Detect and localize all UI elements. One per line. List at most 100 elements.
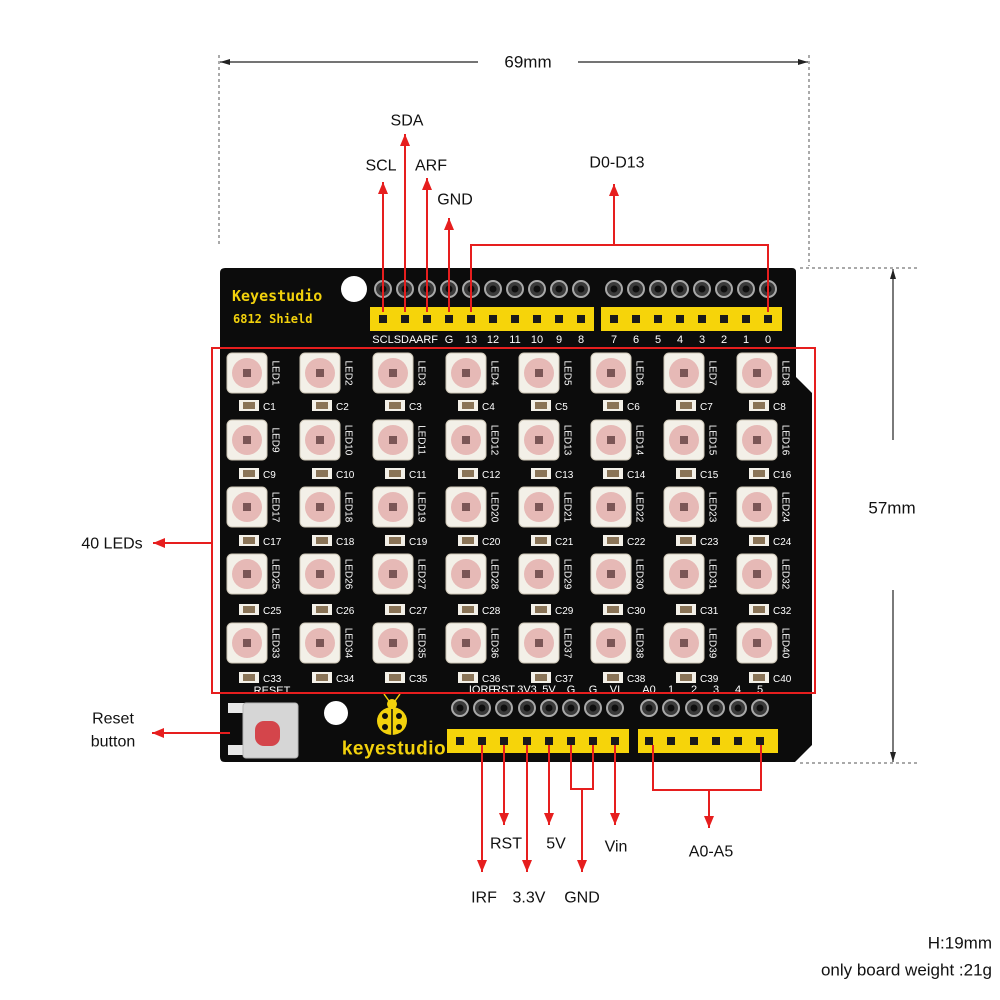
led-die xyxy=(535,639,543,647)
logo-antenna-right xyxy=(394,693,401,702)
led-label: LED7 xyxy=(707,360,718,385)
header-socket xyxy=(467,315,475,323)
led-label: LED24 xyxy=(780,492,791,523)
capacitor-label: C21 xyxy=(555,537,574,548)
led-die xyxy=(753,639,761,647)
pin-hole xyxy=(667,704,675,712)
led-label: LED15 xyxy=(707,425,718,456)
leds-label: 40 LEDs xyxy=(81,536,142,553)
capacitor-body xyxy=(753,402,765,409)
capacitor-body xyxy=(680,674,692,681)
sda-label: SDA xyxy=(391,113,424,130)
pin-label: G xyxy=(567,684,576,696)
pin-hole xyxy=(712,704,720,712)
capacitor-body xyxy=(535,402,547,409)
logo-text: keyestudio xyxy=(342,739,446,760)
capacitor-label: C22 xyxy=(627,537,646,548)
width-label: 69mm xyxy=(504,53,551,72)
header-socket xyxy=(690,737,698,745)
header-socket xyxy=(654,315,662,323)
capacitor-label: C26 xyxy=(336,606,355,617)
capacitor-label: C4 xyxy=(482,402,495,413)
capacitor-body xyxy=(316,606,328,613)
bottom-callouts: IRF RST 3.3V 5V GND Vin A0-A5 xyxy=(471,745,762,907)
pin-label: A0 xyxy=(642,684,655,696)
reset-button-cap xyxy=(255,721,280,746)
led-die xyxy=(243,436,251,444)
pin-hole xyxy=(654,285,662,293)
led-label: LED10 xyxy=(343,425,354,456)
capacitor-label: C37 xyxy=(555,674,574,685)
header-socket xyxy=(456,737,464,745)
led-die xyxy=(389,570,397,578)
header-socket xyxy=(401,315,409,323)
pin-hole xyxy=(734,704,742,712)
pin-label: 3 xyxy=(699,334,705,346)
capacitor-body xyxy=(243,402,255,409)
capacitor-label: C36 xyxy=(482,674,501,685)
digital-label: D0-D13 xyxy=(589,155,644,172)
mounting-hole-top xyxy=(341,276,367,302)
v5-label: 5V xyxy=(546,836,566,853)
reset-silkscreen: RESET xyxy=(254,685,291,697)
pin-label: 11 xyxy=(509,334,520,346)
led-label: LED12 xyxy=(489,425,500,456)
led-die xyxy=(316,369,324,377)
led-label: LED17 xyxy=(270,492,281,523)
capacitor-body xyxy=(462,470,474,477)
header-socket xyxy=(545,737,553,745)
capacitor-label: C16 xyxy=(773,470,792,481)
led-matrix: LED1C1LED2C2LED3C3LED4C4LED5C5LED6C6LED7… xyxy=(226,352,792,685)
height-label: 57mm xyxy=(868,499,915,518)
pin-label: 1 xyxy=(743,334,749,346)
height-note: H:19mm xyxy=(928,934,992,953)
pin-hole xyxy=(555,285,563,293)
capacitor-label: C20 xyxy=(482,537,501,548)
capacitor-label: C10 xyxy=(336,470,355,481)
led-label: LED40 xyxy=(780,628,791,659)
model-silkscreen: 6812 Shield xyxy=(233,312,312,326)
pin-label: 0 xyxy=(765,334,771,346)
pin-label: VI xyxy=(610,684,620,696)
led-label: LED37 xyxy=(562,628,573,659)
led-label: LED2 xyxy=(343,360,354,385)
led-die xyxy=(316,503,324,511)
capacitor-body xyxy=(535,606,547,613)
led-die xyxy=(753,369,761,377)
capacitor-body xyxy=(462,674,474,681)
led-label: LED27 xyxy=(416,559,427,590)
pin-label: 4 xyxy=(677,334,683,346)
capacitor-body xyxy=(535,537,547,544)
capacitor-body xyxy=(389,470,401,477)
header-socket xyxy=(511,315,519,323)
reset-switch: RESET xyxy=(228,685,299,759)
arf-label: ARF xyxy=(415,158,447,175)
gnd-top-label: GND xyxy=(437,192,473,209)
led-label: LED1 xyxy=(270,360,281,385)
led-die xyxy=(389,503,397,511)
logo-spot xyxy=(396,724,402,730)
led-die xyxy=(389,639,397,647)
capacitor-label: C27 xyxy=(409,606,428,617)
capacitor-body xyxy=(753,470,765,477)
scl-label: SCL xyxy=(365,158,396,175)
led-label: LED4 xyxy=(489,360,500,385)
header-socket xyxy=(478,737,486,745)
capacitor-label: C18 xyxy=(336,537,355,548)
pin-hole xyxy=(611,704,619,712)
